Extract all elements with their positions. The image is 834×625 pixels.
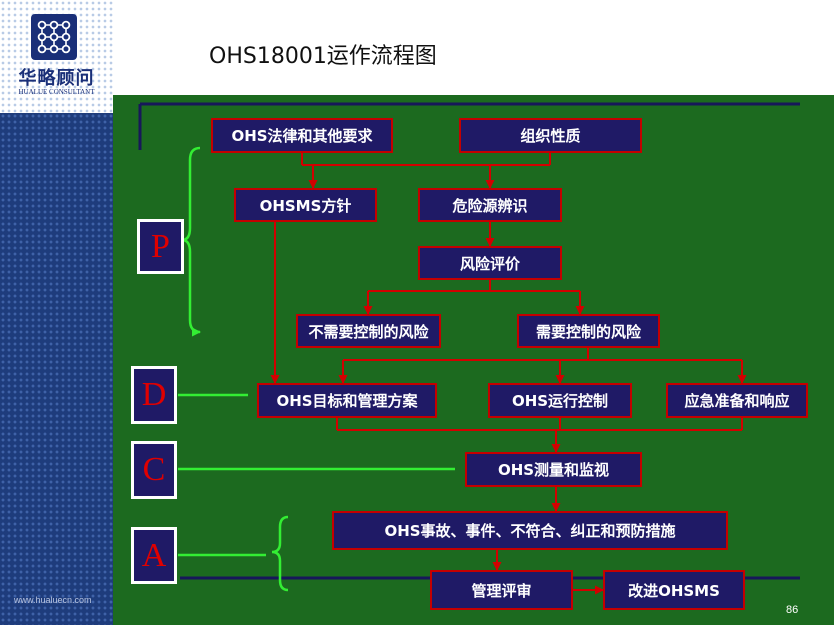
pdca-plan-box: P <box>137 219 184 274</box>
logo-subtitle: HUALUE CONSULTANT <box>18 88 95 96</box>
pdca-check-box: C <box>131 441 177 499</box>
risk-no-control-box: 不需要控制的风险 <box>296 314 441 348</box>
operational-control-box: OHS运行控制 <box>488 383 632 418</box>
slide-title: OHS18001运作流程图 <box>209 44 437 69</box>
risk-control-needed-box: 需要控制的风险 <box>517 314 660 348</box>
organization-nature-box: 组织性质 <box>459 118 642 153</box>
hazard-identification-box: 危险源辨识 <box>418 188 562 222</box>
pdca-act-box: A <box>131 527 177 584</box>
pdca-do-box: D <box>131 366 177 424</box>
grid-dots-logo-icon <box>31 14 77 60</box>
emergency-response-box: 应急准备和响应 <box>666 383 808 418</box>
policy-box: OHSMS方针 <box>234 188 377 222</box>
act-bracket <box>271 515 289 592</box>
improvement-box: 改进OHSMS <box>603 570 745 610</box>
risk-assessment-box: 风险评价 <box>418 246 562 280</box>
sidebar-pattern <box>0 113 113 625</box>
page-number: 86 <box>786 604 799 616</box>
measurement-monitoring-box: OHS测量和监视 <box>465 452 642 487</box>
legal-requirements-box: OHS法律和其他要求 <box>211 118 393 153</box>
management-review-box: 管理评审 <box>430 570 573 610</box>
footer-url: www.hualuecn.com <box>14 595 92 605</box>
plan-bracket <box>181 146 201 337</box>
objectives-programs-box: OHS目标和管理方案 <box>257 383 437 418</box>
logo-name: 华略顾问 <box>18 68 95 89</box>
incidents-corrective-box: OHS事故、事件、不符合、纠正和预防措施 <box>332 511 728 550</box>
